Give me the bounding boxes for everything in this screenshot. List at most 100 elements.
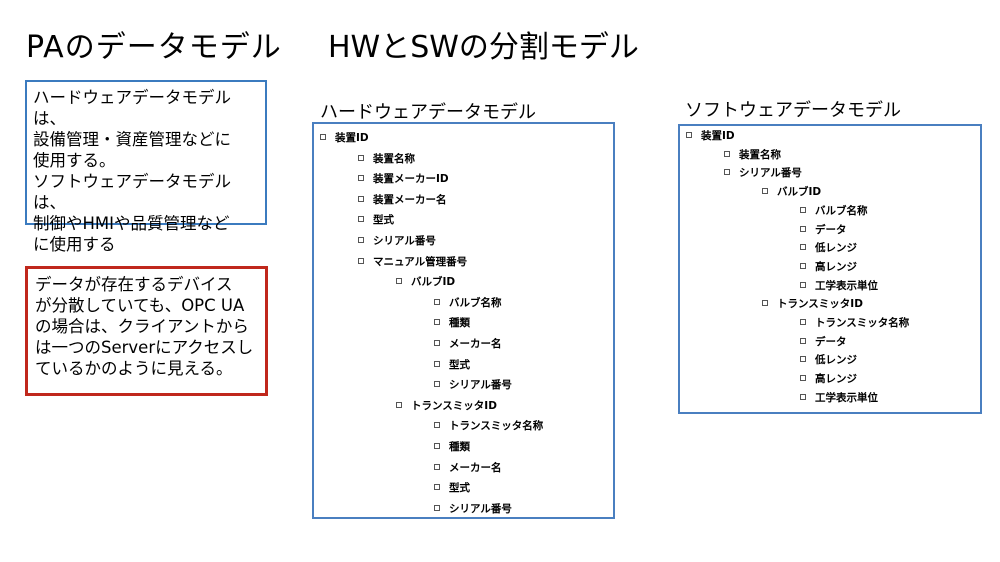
tree-node-label: 高レンジ	[815, 373, 857, 386]
tree-node-label: 装置名称	[373, 152, 415, 165]
tree-node: データ	[800, 224, 847, 236]
square-bullet-icon	[358, 257, 364, 264]
tree-node-label: 種類	[449, 441, 470, 453]
tree-node: 低レンジ	[800, 354, 857, 366]
tree-node: バルブ名称	[800, 205, 868, 217]
tree-node-label: 型式	[449, 482, 470, 495]
tree-node: 種類	[434, 317, 470, 329]
tree-node: データ	[800, 336, 847, 348]
square-bullet-icon	[434, 463, 440, 470]
tree-node-label: トランスミッタ名称	[449, 420, 544, 433]
software-tree-caption: ソフトウェアデータモデル	[685, 100, 901, 121]
square-bullet-icon	[800, 244, 806, 251]
square-bullet-icon	[358, 175, 364, 182]
tree-node-label: バルブ名称	[449, 296, 502, 309]
square-bullet-icon	[434, 360, 440, 367]
tree-node: トランスミッタ名称	[434, 420, 543, 432]
square-bullet-icon	[800, 393, 806, 400]
square-bullet-icon	[800, 262, 806, 269]
square-bullet-icon	[800, 337, 806, 344]
tree-node: 装置ID	[686, 130, 735, 142]
tree-node-label: 装置名称	[739, 148, 781, 161]
square-bullet-icon	[800, 225, 806, 232]
square-bullet-icon	[434, 381, 440, 388]
tree-node: 装置名称	[358, 153, 415, 165]
tree-node: シリアル番号	[724, 167, 802, 179]
tree-node: 装置ID	[320, 132, 369, 144]
tree-node: シリアル番号	[434, 379, 512, 391]
tree-node-label: 低レンジ	[815, 354, 857, 367]
tree-node: 種類	[434, 441, 470, 453]
square-bullet-icon	[800, 319, 806, 325]
square-bullet-icon	[762, 188, 768, 195]
tree-node-label: バルブID	[411, 276, 456, 289]
tree-node: メーカー名	[434, 338, 502, 350]
square-bullet-icon	[434, 319, 440, 326]
tree-node: トランスミッタID	[396, 400, 497, 412]
tree-node-label: シリアル番号	[739, 167, 802, 180]
tree-node-label: 型式	[373, 214, 394, 227]
tree-node-label: トランスミッタ名称	[815, 317, 910, 329]
tree-node-label: 装置メーカー名	[373, 193, 447, 206]
square-bullet-icon	[724, 169, 730, 176]
square-bullet-icon	[358, 195, 364, 202]
page-title-pa-data-model: PAのデータモデル	[26, 30, 282, 65]
tree-node: メーカー名	[434, 462, 502, 474]
tree-node-label: 装置ID	[701, 130, 735, 142]
square-bullet-icon	[434, 443, 440, 449]
square-bullet-icon	[358, 154, 364, 161]
tree-node: 工学表示単位	[800, 280, 878, 292]
tree-node-label: シリアル番号	[449, 502, 512, 515]
square-bullet-icon	[434, 504, 440, 511]
tree-node-label: データ	[815, 223, 847, 236]
tree-node-label: シリアル番号	[373, 235, 436, 247]
square-bullet-icon	[434, 298, 440, 305]
tree-node: トランスミッタID	[762, 298, 863, 310]
tree-node: 型式	[358, 214, 394, 226]
tree-node-label: 装置メーカーID	[373, 173, 449, 186]
tree-node: 低レンジ	[800, 242, 857, 254]
square-bullet-icon	[434, 484, 440, 491]
tree-node: 装置名称	[724, 149, 781, 161]
tree-node: シリアル番号	[358, 235, 436, 247]
square-bullet-icon	[800, 356, 806, 363]
tree-node-label: シリアル番号	[449, 379, 512, 392]
tree-node-label: 工学表示単位	[815, 279, 878, 292]
tree-node-label: 工学表示単位	[815, 391, 878, 404]
tree-node-label: 種類	[449, 317, 470, 330]
square-bullet-icon	[358, 216, 364, 223]
tree-node-label: トランスミッタID	[777, 298, 863, 311]
tree-node: バルブID	[762, 186, 821, 198]
square-bullet-icon	[800, 281, 806, 288]
page-title-hw-sw-split-model: HWとSWの分割モデル	[328, 30, 639, 65]
square-bullet-icon	[434, 340, 440, 346]
tree-node-label: マニュアル管理番号	[373, 255, 468, 268]
square-bullet-icon	[800, 206, 806, 213]
tree-node: バルブ名称	[434, 297, 502, 309]
square-bullet-icon	[724, 150, 730, 157]
square-bullet-icon	[434, 422, 440, 429]
tree-node: マニュアル管理番号	[358, 256, 467, 268]
tree-node: 高レンジ	[800, 373, 857, 385]
square-bullet-icon	[686, 132, 692, 138]
square-bullet-icon	[396, 401, 402, 408]
note-box-usage: ハードウェアデータモデルは、 設備管理・資産管理などに 使用する。 ソフトウェア…	[25, 80, 267, 254]
tree-node-label: 低レンジ	[815, 242, 857, 255]
tree-node: トランスミッタ名称	[800, 317, 909, 329]
tree-node-label: 高レンジ	[815, 260, 857, 273]
tree-node: 型式	[434, 482, 470, 494]
square-bullet-icon	[320, 134, 326, 140]
tree-node-label: 型式	[449, 358, 470, 371]
tree-node-label: トランスミッタID	[411, 399, 497, 412]
square-bullet-icon	[396, 278, 402, 285]
note-box-opc-ua: データが存在するデバイス が分散していても、OPC UA の場合は、クライアント…	[25, 266, 268, 396]
tree-node: 高レンジ	[800, 261, 857, 273]
tree-node: 工学表示単位	[800, 392, 878, 404]
tree-node-label: 装置ID	[335, 132, 369, 144]
tree-node: バルブID	[396, 276, 455, 288]
tree-node-label: メーカー名	[449, 338, 502, 350]
square-bullet-icon	[762, 300, 768, 307]
tree-node: シリアル番号	[434, 503, 512, 515]
